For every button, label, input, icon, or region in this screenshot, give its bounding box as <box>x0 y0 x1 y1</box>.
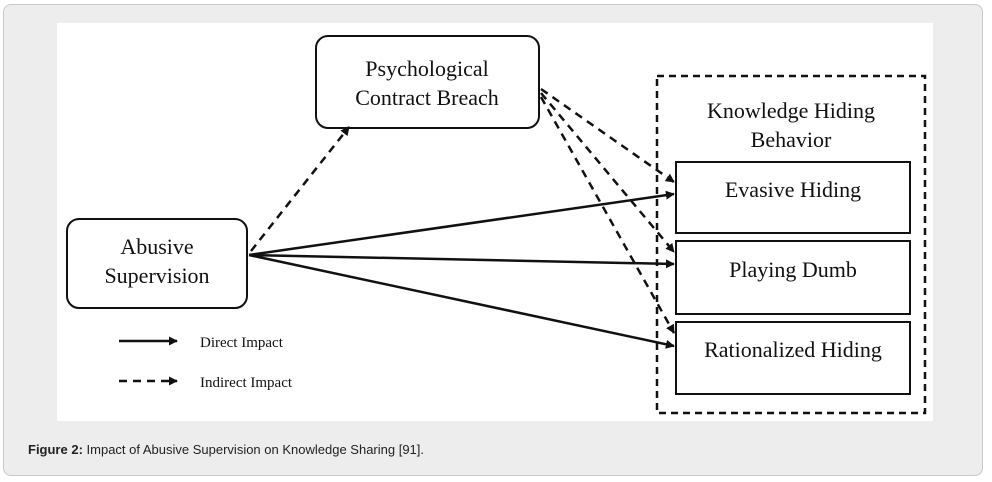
rationalized-hiding-label: Rationalized Hiding <box>704 337 882 362</box>
direct-arrow-abusive-to-evasive <box>248 190 675 257</box>
caption-label: Figure 2: <box>28 442 83 457</box>
knowledge-hiding-group-border <box>655 74 927 415</box>
abusive-supervision-label-line2: Supervision <box>104 263 209 288</box>
indirect-arrow-breach-to-playing-dumb <box>540 92 675 253</box>
indirect-arrow-breach-to-evasive <box>540 87 675 184</box>
diagram: Knowledge Hiding Behavior Evasive Hiding… <box>66 35 927 415</box>
abusive-supervision-label-line1: Abusive <box>120 234 193 259</box>
evasive-hiding-label: Evasive Hiding <box>725 177 861 202</box>
legend-indirect-label: Indirect Impact <box>200 375 293 391</box>
psychological-contract-breach-box <box>315 35 540 129</box>
indirect-arrow-abusive-to-breach <box>250 126 350 252</box>
psychological-contract-breach-label-line1: Psychological <box>365 56 488 81</box>
playing-dumb-label: Playing Dumb <box>729 257 857 282</box>
legend-direct-label: Direct Impact <box>200 335 284 351</box>
psychological-contract-breach-label-line2: Contract Breach <box>355 85 499 110</box>
figure-panel: Knowledge Hiding Behavior Evasive Hiding… <box>57 23 933 421</box>
evasive-hiding-box <box>675 161 911 234</box>
knowledge-hiding-group-title-line1: Knowledge Hiding <box>707 98 875 123</box>
direct-arrow-abusive-to-playing-dumb <box>248 253 675 269</box>
figure-caption: Figure 2: Impact of Abusive Supervision … <box>28 442 424 457</box>
rationalized-hiding-box <box>675 321 911 395</box>
playing-dumb-box <box>675 240 911 315</box>
direct-arrow-abusive-to-rationalized <box>248 253 675 349</box>
abusive-supervision-box <box>66 218 248 309</box>
caption-text: Impact of Abusive Supervision on Knowled… <box>82 442 425 457</box>
indirect-arrow-breach-to-rationalized <box>539 96 676 334</box>
knowledge-hiding-group-title-line2: Behavior <box>751 127 832 152</box>
legend: Direct Impact Indirect Impact <box>119 335 293 391</box>
